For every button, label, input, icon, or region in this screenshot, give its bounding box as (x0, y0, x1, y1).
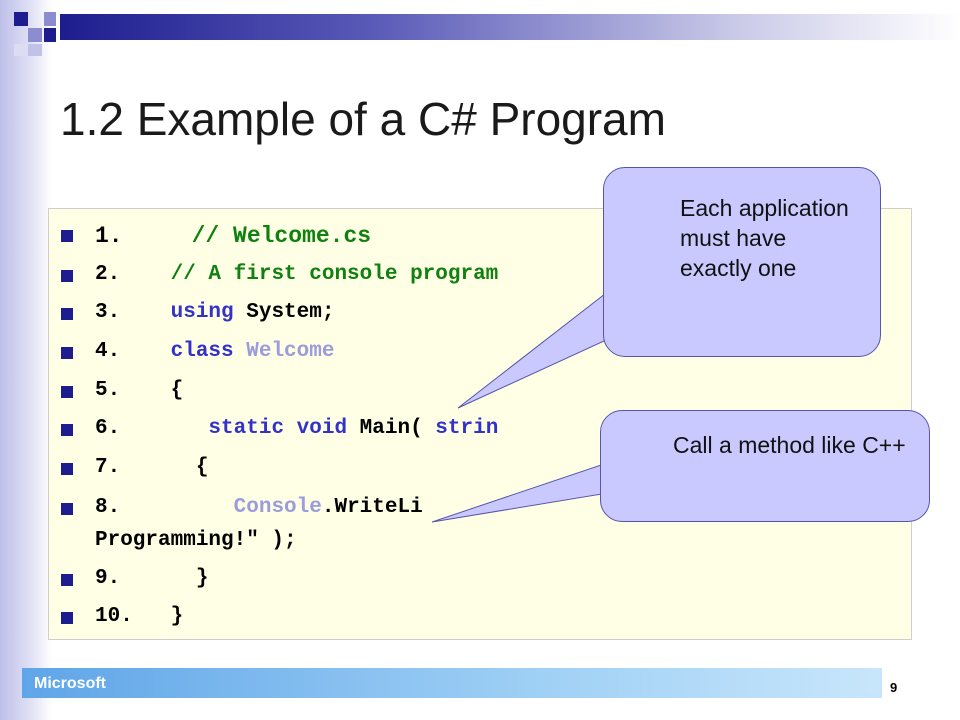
code-text: 3. using System; (95, 301, 334, 324)
code-token: .WriteLi (321, 496, 423, 519)
code-token: } (132, 605, 184, 628)
code-token: Console (120, 496, 322, 519)
line-number: 3. (95, 301, 121, 324)
code-line: 5. { (49, 377, 911, 407)
callout-method-text: Call a method like C++ (673, 432, 906, 458)
bullet-icon (61, 386, 73, 398)
left-gradient-band (0, 0, 52, 720)
decorative-square (28, 28, 42, 42)
line-number: 5. (95, 379, 121, 402)
code-text: 2. // A first console program (95, 263, 498, 286)
line-number: 8. (95, 496, 121, 519)
code-token: Programming!" ); (95, 529, 297, 552)
decorative-square (28, 44, 42, 56)
code-token: } (120, 567, 209, 590)
code-token: strin (435, 417, 499, 440)
line-number: 7. (95, 456, 121, 479)
decorative-square (14, 12, 28, 26)
code-line: 10. } (49, 603, 911, 633)
code-text: 10. } (95, 605, 183, 628)
code-line: 2. // A first console program (49, 261, 911, 291)
line-number: 2. (95, 263, 121, 286)
bullet-icon (61, 347, 73, 359)
bullet-icon (61, 574, 73, 586)
decorative-square (14, 44, 26, 56)
code-token: static void (120, 417, 348, 440)
code-token: System; (233, 301, 335, 324)
code-token: // A first console program (120, 263, 499, 286)
code-text: 6. static void Main( strin (95, 417, 498, 440)
bullet-icon (61, 503, 73, 515)
code-token: using (120, 301, 234, 324)
slide-title: 1.2 Example of a C# Program (60, 93, 666, 145)
line-number: 10. (95, 605, 133, 628)
callout-main-note: Each application must have exactly one (603, 167, 881, 357)
code-line: 4. class Welcome (49, 338, 911, 368)
code-line: Programming!" ); (49, 527, 911, 557)
code-line: 9. } (49, 565, 911, 595)
code-text: 5. { (95, 379, 183, 402)
code-text: 1. // Welcome.cs (95, 223, 371, 249)
decorative-square (44, 12, 56, 26)
bullet-icon (61, 463, 73, 475)
decorative-square (44, 28, 56, 42)
code-line: 8. Console.WriteLi (49, 494, 911, 524)
bullet-icon (61, 612, 73, 624)
callout-main-text: Each application must have exactly one (680, 195, 849, 281)
code-token: { (120, 456, 209, 479)
bullet-icon (61, 424, 73, 436)
code-line: 1. // Welcome.cs (49, 221, 911, 251)
line-number: 1. (95, 223, 123, 249)
footer-label: Microsoft (34, 675, 106, 692)
line-number: 4. (95, 340, 121, 363)
code-text: 9. } (95, 567, 208, 590)
code-text: Programming!" ); (95, 529, 297, 552)
code-token: // Welcome.cs (122, 223, 372, 249)
line-number: 9. (95, 567, 121, 590)
code-line: 6. static void Main( strin (49, 415, 911, 445)
code-token: Welcome (233, 340, 335, 363)
footer-bar (22, 668, 882, 698)
page-number: 9 (890, 680, 898, 695)
line-number: 6. (95, 417, 121, 440)
top-decorative-bar (60, 14, 960, 40)
code-text: 7. { (95, 456, 208, 479)
code-line: 7. { (49, 454, 911, 484)
code-token: { (120, 379, 184, 402)
callout-method-note: Call a method like C++ (600, 410, 930, 522)
code-text: 4. class Welcome (95, 340, 334, 363)
code-text: 8. Console.WriteLi (95, 496, 423, 519)
bullet-icon (61, 230, 73, 242)
code-token: Main( (347, 417, 436, 440)
code-line: 3. using System; (49, 299, 911, 329)
bullet-icon (61, 270, 73, 282)
bullet-icon (61, 308, 73, 320)
code-token: class (120, 340, 234, 363)
